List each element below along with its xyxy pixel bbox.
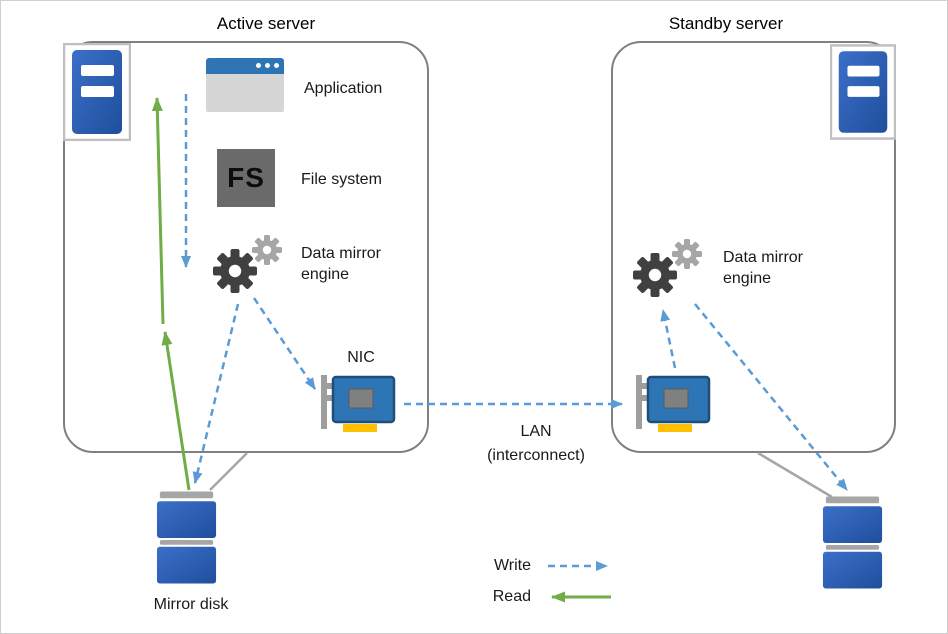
fs-icon-text: FS [227, 162, 265, 193]
callout-line-active-disk [209, 452, 248, 491]
legend-read-label: Read [492, 588, 531, 605]
callout-line-standby-disk [757, 451, 833, 499]
server-icon [63, 43, 131, 141]
mirror-disk-icon [156, 490, 218, 586]
lan-label-line2: (interconnect) [487, 447, 585, 464]
nic-icon [319, 371, 399, 435]
mirror-disk-label: Mirror disk [153, 596, 229, 613]
server-icon [830, 43, 896, 141]
application-icon [206, 58, 284, 112]
lan-label: LAN (interconnect) [461, 420, 611, 468]
mirror-disk-icon [822, 495, 884, 591]
gears-icon [204, 233, 284, 297]
lan-label-line1: LAN [520, 423, 552, 440]
standby-server-title: Standby server [668, 14, 784, 33]
application-label: Application [304, 80, 383, 97]
file-system-icon: FS [217, 149, 275, 207]
active-server-title: Active server [216, 14, 316, 33]
data-mirror-engine-label: Data mirror engine [301, 245, 382, 283]
data-mirror-engine-label: Data mirror engine [723, 249, 804, 287]
nic-label: NIC [347, 349, 375, 366]
gears-icon [624, 237, 704, 301]
legend-write-label: Write [493, 557, 531, 574]
file-system-label: File system [301, 171, 382, 188]
nic-icon [634, 371, 714, 435]
